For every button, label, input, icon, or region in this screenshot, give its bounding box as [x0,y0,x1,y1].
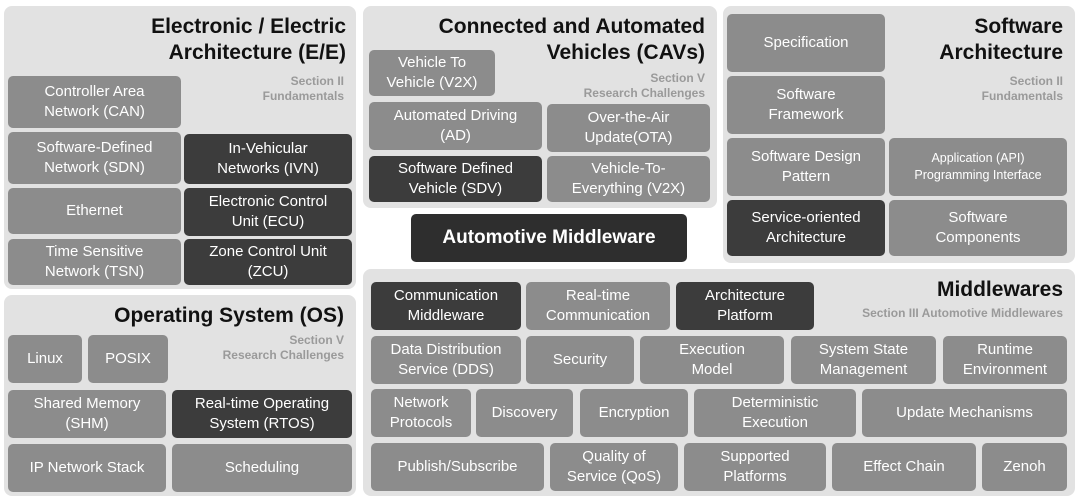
box-framework: Software Framework [727,76,885,134]
automotive-middleware-label: Automotive Middleware [411,214,687,262]
box-components: Software Components [889,200,1067,256]
box-platforms: Supported Platforms [684,443,826,491]
box-tsn: Time Sensitive Network (TSN) [8,239,181,285]
sa-subtitle: Section II Fundamentals [981,74,1063,103]
box-zcu: Zone Control Unit (ZCU) [184,239,352,285]
ee-subtitle: Section II Fundamentals [262,74,344,103]
box-pubsub: Publish/Subscribe [371,443,544,491]
cav-title: Connected and Automated Vehicles (CAVs) [438,15,705,64]
ee-architecture-panel: Electronic / Electric Architecture (E/E)… [4,6,356,289]
box-qos: Quality of Service (QoS) [550,443,678,491]
box-det-exec: Deterministic Execution [694,389,856,437]
box-arch-platform: Architecture Platform [676,282,814,330]
box-ip-stack: IP Network Stack [8,444,166,492]
software-architecture-panel: Software Architecture Section II Fundame… [723,6,1075,263]
box-rt-communication: Real-time Communication [526,282,670,330]
box-sdn: Software-Defined Network (SDN) [8,132,181,184]
box-dds: Data Distribution Service (DDS) [371,336,521,384]
box-sdv: Software Defined Vehicle (SDV) [369,156,542,202]
box-effect-chain: Effect Chain [832,443,976,491]
box-scheduling: Scheduling [172,444,352,492]
box-zenoh: Zenoh [982,443,1067,491]
box-design-pattern: Software Design Pattern [727,138,885,196]
box-ad: Automated Driving (AD) [369,102,542,150]
box-net-protocols: Network Protocols [371,389,471,437]
os-subtitle: Section V Research Challenges [222,333,344,362]
box-discovery: Discovery [476,389,573,437]
box-can: Controller Area Network (CAN) [8,76,181,128]
box-ecu: Electronic Control Unit (ECU) [184,188,352,236]
middlewares-panel: Middlewares Section III Automotive Middl… [363,269,1075,496]
cav-panel: Connected and Automated Vehicles (CAVs) … [363,6,717,208]
box-ota: Over-the-Air Update(OTA) [547,104,710,152]
box-v2x-everything: Vehicle-To- Everything (V2X) [547,156,710,202]
mw-title: Middlewares [936,278,1063,301]
box-v2v: Vehicle To Vehicle (V2X) [369,50,495,96]
box-rtos: Real-time Operating System (RTOS) [172,390,352,438]
box-ethernet: Ethernet [8,188,181,234]
box-specification: Specification [727,14,885,72]
os-title: Operating System (OS) [114,304,344,327]
cav-subtitle: Section V Research Challenges [583,71,705,100]
box-posix: POSIX [88,335,168,383]
mw-subtitle: Section III Automotive Middlewares [862,306,1063,320]
box-runtime-env: Runtime Environment [943,336,1067,384]
sa-title: Software Architecture [939,15,1063,64]
box-ivn: In-Vehicular Networks (IVN) [184,134,352,184]
box-state-mgmt: System State Management [791,336,936,384]
box-linux: Linux [8,335,82,383]
box-soa: Service-oriented Architecture [727,200,885,256]
box-api: Application (API) Programming Interface [889,138,1067,196]
ee-title: Electronic / Electric Architecture (E/E) [151,15,346,64]
box-update-mech: Update Mechanisms [862,389,1067,437]
box-encryption: Encryption [580,389,688,437]
box-shm: Shared Memory (SHM) [8,390,166,438]
box-comm-middleware: Communication Middleware [371,282,521,330]
box-security: Security [526,336,634,384]
box-exec-model: Execution Model [640,336,784,384]
os-panel: Operating System (OS) Section V Research… [4,295,356,496]
